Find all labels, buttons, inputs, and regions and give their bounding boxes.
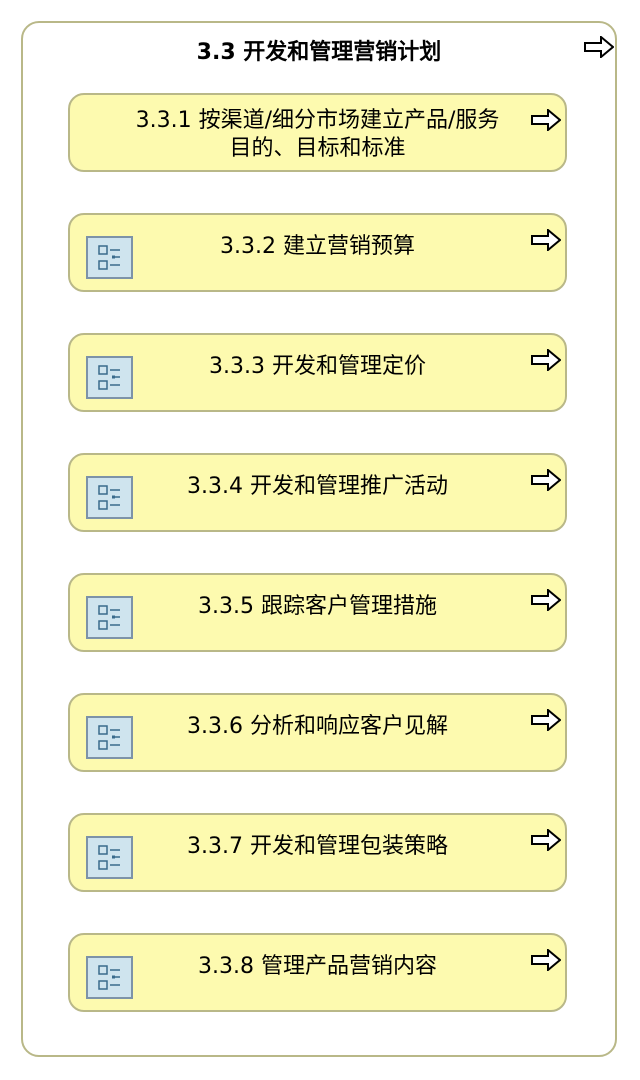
card-3-3-8[interactable]: 3.3.8 管理产品营销内容 bbox=[68, 933, 567, 1012]
right-arrow-icon[interactable] bbox=[531, 349, 561, 371]
task-list-icon bbox=[86, 716, 133, 759]
task-list-icon bbox=[86, 356, 133, 399]
right-arrow-icon[interactable] bbox=[531, 709, 561, 731]
card-label: 3.3.3 开发和管理定价 bbox=[209, 354, 426, 379]
right-arrow-icon[interactable] bbox=[584, 36, 614, 58]
right-arrow-icon[interactable] bbox=[531, 589, 561, 611]
card-label: 3.3.8 管理产品营销内容 bbox=[198, 954, 437, 979]
card-3-3-4[interactable]: 3.3.4 开发和管理推广活动 bbox=[68, 453, 567, 532]
card-3-3-5[interactable]: 3.3.5 跟踪客户管理措施 bbox=[68, 573, 567, 652]
card-3-3-1[interactable]: 3.3.1 按渠道/细分市场建立产品/服务 目的、目标和标准 bbox=[68, 93, 567, 172]
card-3-3-3[interactable]: 3.3.3 开发和管理定价 bbox=[68, 333, 567, 412]
task-list-icon bbox=[86, 956, 133, 999]
task-list-icon bbox=[86, 596, 133, 639]
card-label: 3.3.4 开发和管理推广活动 bbox=[187, 474, 448, 499]
card-3-3-7[interactable]: 3.3.7 开发和管理包装策略 bbox=[68, 813, 567, 892]
card-label: 3.3.5 跟踪客户管理措施 bbox=[198, 594, 437, 619]
card-label: 3.3.7 开发和管理包装策略 bbox=[187, 834, 448, 859]
card-label: 3.3.6 分析和响应客户见解 bbox=[187, 714, 448, 739]
right-arrow-icon[interactable] bbox=[531, 109, 561, 131]
task-list-icon bbox=[86, 836, 133, 879]
card-label: 3.3.1 按渠道/细分市场建立产品/服务 目的、目标和标准 bbox=[135, 108, 500, 161]
task-list-icon bbox=[86, 236, 133, 279]
card-3-3-2[interactable]: 3.3.2 建立营销预算 bbox=[68, 213, 567, 292]
card-label: 3.3.2 建立营销预算 bbox=[220, 234, 415, 259]
task-list-icon bbox=[86, 476, 133, 519]
container-title: 3.3 开发和管理营销计划 bbox=[196, 40, 442, 65]
right-arrow-icon[interactable] bbox=[531, 949, 561, 971]
right-arrow-icon[interactable] bbox=[531, 229, 561, 251]
process-container-3-3 bbox=[21, 21, 617, 1057]
card-3-3-6[interactable]: 3.3.6 分析和响应客户见解 bbox=[68, 693, 567, 772]
right-arrow-icon[interactable] bbox=[531, 469, 561, 491]
right-arrow-icon[interactable] bbox=[531, 829, 561, 851]
